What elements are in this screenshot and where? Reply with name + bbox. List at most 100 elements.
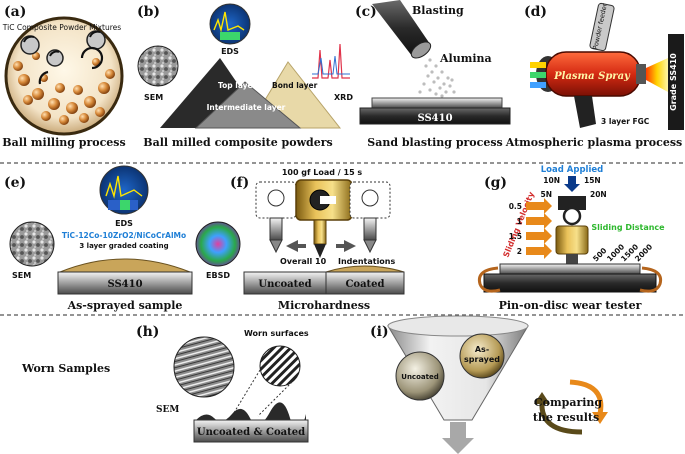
panel-d: (d) Powder feeder Plasma Spray Grade SS4… [505,2,684,149]
load-20n: 20N [590,190,607,199]
disc [499,263,641,275]
arrow-right [336,240,356,252]
velocity-0-5: 0.5 [509,202,522,211]
indenter-right-point [363,239,377,254]
xrd-label: XRD [334,93,353,102]
indentations-label: Indentations [338,257,396,266]
plasma-spray-label: Plasma Spray [553,71,631,82]
sliding-distance-label: Sliding Distance [591,223,665,232]
as-sprayed-disc [459,333,505,379]
powder-feeder [589,2,615,52]
as-sprayed-label-2: sprayed [464,355,500,364]
substrate-label: SS410 [417,113,452,124]
funnel-output-arrow [442,422,474,454]
indenter-right-tip [363,217,377,241]
panel-a-label: (a) [4,4,26,20]
coating-sub-label: 3 layer graded coating [79,242,168,250]
xrd-pattern [312,43,350,79]
worn-coating [196,402,306,432]
panel-i: (i) Uncoated As- sprayed Comparing the r… [370,315,608,454]
eds-coating-label: EDS [115,219,133,228]
zoom-line-2 [257,381,293,417]
zoom-line-1 [231,369,261,417]
velocity-1: 1 [517,217,522,226]
intermediate-layer-label: Intermediate layer [207,103,286,112]
intermediate-layer-heap [194,81,302,129]
coating-label: TiC-12Co-10ZrO2/NiCoCrAlMo [62,231,186,240]
ebsd-label: EBSD [206,271,230,280]
overall-label: Overall 10 [280,257,327,266]
coated-sample [325,271,405,295]
uncoated-disc-label: Uncoated [401,373,438,381]
velocity-1-5: 1.5 [509,232,522,241]
indenter-main-lever [320,196,336,204]
coated-label: Coated [345,279,384,290]
load-arrow [564,176,580,192]
sample-substrate [57,271,193,295]
indenter-left-tip [269,217,283,241]
pin [566,254,578,266]
panel-g: (g) Load Applied 10N 15N 5N 20N Sliding … [477,165,665,312]
panel-e: (e) EDS SEM EBSD TiC-12Co-10ZrO2/NiCoCrA… [4,165,241,312]
panel-a: (a) TiC Composite Powder Mixtures Ba [2,4,126,149]
eds-spectrum [213,11,245,33]
uncoated-label: Uncoated [258,279,311,290]
worn-sem-image [173,336,235,398]
coated-layer [325,265,405,273]
bond-layer-label: Bond layer [272,81,318,90]
eds-coating-map-2 [120,200,130,210]
panel-i-label: (i) [370,324,389,340]
panel-b: (b) EDS SEM Top layer Bond layer Interme… [137,3,353,149]
panel-c-label: (c) [355,4,377,20]
indenter-main-tip [314,244,326,258]
pin-head [558,196,586,210]
sem-coating-image [9,221,55,267]
plasma-gun [530,51,646,128]
pin-holder [555,225,589,255]
fgc-label: 3 layer FGC [601,117,650,126]
compare-label-1: Comparing [534,396,603,409]
panel-g-label: (g) [484,175,507,191]
compare-arrow-bottom [539,401,583,435]
panel-a-caption: Ball milling process [2,136,125,149]
alumina-label: Alumina [439,52,492,65]
as-sprayed-label-1: As- [475,345,489,354]
sem-worn-label: SEM [156,405,179,415]
load-5n: 5N [541,190,553,199]
mixture-label-line1: TiC Composite Powder Mixtures [2,23,122,32]
pin-holder-ring [562,206,582,226]
panel-c-caption: Sand blasting process [367,136,502,149]
ebsd-image [195,221,241,267]
mixture-label: TiC Composite Powder Mixtures [2,23,122,32]
velocity-arrows [526,198,552,259]
panel-f-caption: Microhardness [278,299,370,312]
rotation-arrow-right [639,266,663,293]
plasma-flame [646,58,668,92]
rotation-arrow-left [477,266,501,293]
worn-surface-zoom [259,345,301,387]
panel-h-label: (h) [136,324,159,340]
compare-arrow-top-head [592,412,608,424]
worn-sample-label: Uncoated & Coated [197,427,305,438]
worn-surfaces-label: Worn surfaces [244,329,309,338]
steel-balls [20,30,106,85]
panel-e-caption: As-sprayed sample [67,299,183,312]
indenter-left-dial [267,189,285,207]
compare-arrow-top [569,379,604,415]
compare-label-2: the results [533,411,599,424]
blasting-nozzle [372,0,432,59]
load-label: 100 gf Load / 15 s [282,168,363,177]
worn-samples-label: Worn Samples [21,362,110,375]
eds-coating-spectrum [105,175,143,199]
panel-b-label: (b) [137,4,160,20]
eds-label: EDS [221,47,239,56]
compare-arrow-bottom-head [534,392,550,404]
panel-d-label: (d) [524,4,547,20]
disc-base [483,273,657,293]
funnel-rim [387,315,529,337]
top-layer-label: Top layer [218,81,257,90]
milling-balls [13,52,115,125]
sem-powder-image [137,45,179,87]
arrow-left [286,240,306,252]
